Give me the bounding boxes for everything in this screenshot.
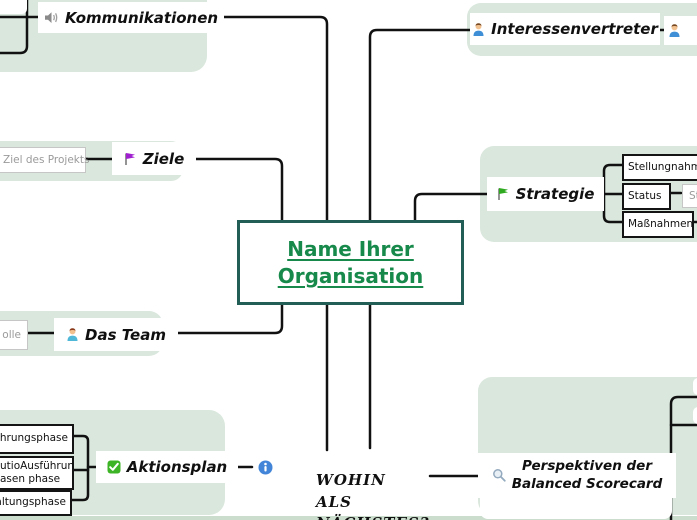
subtopic-label: haltungsphase bbox=[0, 496, 66, 509]
person-icon bbox=[668, 23, 681, 38]
subtopic-massnahmen[interactable]: Maßnahmen bbox=[622, 211, 694, 238]
person-icon bbox=[66, 327, 79, 342]
subtopic-label: Status bbox=[628, 189, 662, 202]
topic-label: Ziele bbox=[142, 149, 185, 168]
topic-label: Das Team bbox=[85, 325, 166, 344]
topic-label: Kommunikationen bbox=[64, 8, 219, 27]
subtopic-label: utioAusführun asen phase bbox=[0, 459, 75, 485]
flag-green-icon bbox=[497, 187, 510, 201]
subtopic-status[interactable]: Status bbox=[622, 183, 671, 210]
topic-interessenvertreter[interactable]: Interessenvertreter bbox=[470, 13, 660, 45]
ghost-rolle[interactable]: olle bbox=[0, 320, 28, 350]
topic-label: Strategie bbox=[515, 185, 595, 203]
subtopic-ausfuehrungsphase[interactable]: ührungsphase bbox=[0, 424, 74, 454]
person-icon bbox=[472, 22, 485, 37]
subtopic-label: Stellungnahme bbox=[628, 160, 697, 173]
ghost-label: Sta bbox=[689, 190, 697, 202]
topic-kommunikationen[interactable]: Kommunikationen bbox=[38, 2, 224, 33]
topic-strategie[interactable]: Strategie bbox=[487, 177, 604, 211]
central-topic[interactable]: Name Ihrer Organisation bbox=[237, 220, 464, 305]
ghost-status[interactable]: Sta bbox=[682, 184, 697, 208]
topic-label: Perspektiven der Balanced Scorecard bbox=[511, 457, 663, 492]
connector-strategie-central bbox=[413, 192, 489, 222]
central-topic-label: Name Ihrer Organisation bbox=[277, 236, 424, 288]
topic-wohin-als-naechstes[interactable]: WOHIN ALS NÄCHSTES? bbox=[316, 448, 429, 520]
subtopic-label: Maßnahmen bbox=[628, 217, 694, 230]
speaker-icon bbox=[44, 11, 59, 25]
subtopic-stellungnahme[interactable]: Stellungnahme bbox=[622, 154, 697, 181]
cutoff-node-right-1[interactable] bbox=[693, 378, 697, 395]
topic-label: Interessenvertreter bbox=[491, 20, 658, 38]
checkbox-icon bbox=[107, 460, 121, 474]
topic-perspektiven[interactable]: Perspektiven der Balanced Scorecard bbox=[478, 453, 676, 498]
ghost-label: olle bbox=[2, 329, 21, 341]
subtopic-ausfuehrung-phasen[interactable]: utioAusführun asen phase bbox=[0, 456, 74, 490]
connector-interessen-central bbox=[368, 28, 472, 222]
cutoff-node-right-2[interactable] bbox=[693, 407, 697, 424]
topic-ziele[interactable]: Ziele bbox=[112, 142, 196, 175]
info-icon[interactable] bbox=[258, 460, 273, 475]
ghost-ziel-des-projekts[interactable]: Ziel des Projekts bbox=[0, 147, 90, 173]
magnifier-icon bbox=[492, 468, 507, 483]
topic-label: WOHIN ALS NÄCHSTES? bbox=[316, 470, 429, 520]
topic-das-team[interactable]: Das Team bbox=[54, 318, 178, 351]
topic-aktionsplan[interactable]: Aktionsplan bbox=[96, 451, 238, 483]
cutoff-node-top-left[interactable] bbox=[0, 0, 27, 14]
connector-komm-central bbox=[202, 15, 329, 222]
subtopic-erhaltungsphase[interactable]: haltungsphase bbox=[0, 490, 72, 516]
boundary-bottom-edge bbox=[0, 516, 697, 520]
subtopic-label: ührungsphase bbox=[0, 432, 68, 445]
ghost-label: Ziel des Projekts bbox=[3, 154, 90, 166]
flag-purple-icon bbox=[124, 152, 137, 166]
topic-label: Aktionsplan bbox=[126, 458, 228, 476]
topic-interessenvertreter-child[interactable] bbox=[664, 16, 697, 45]
